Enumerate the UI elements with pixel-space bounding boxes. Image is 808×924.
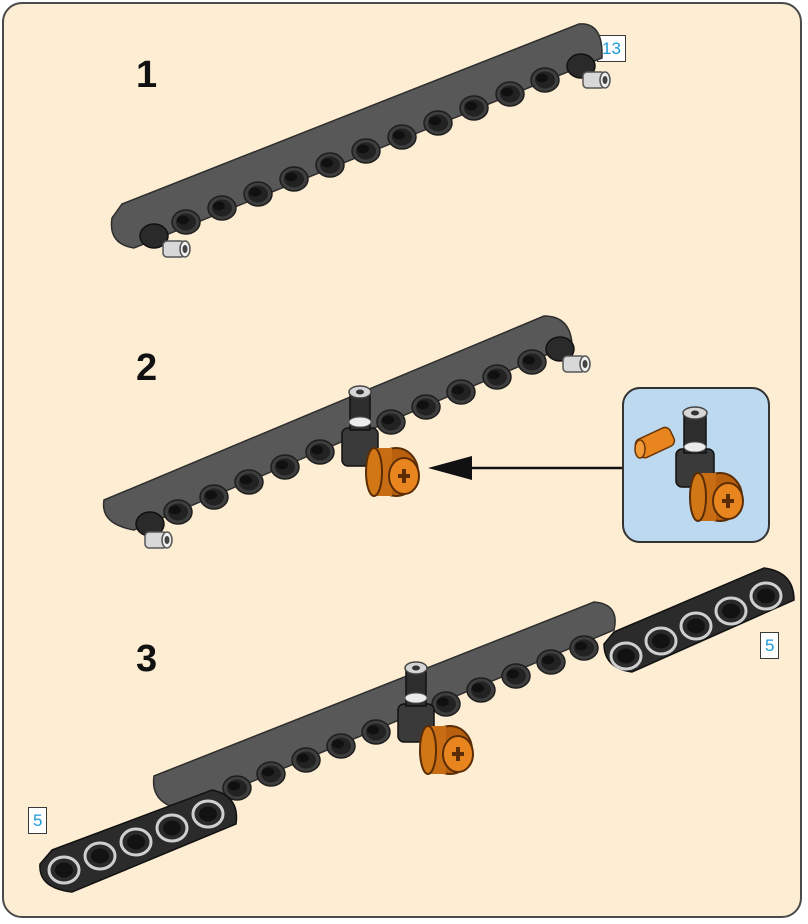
step-1-13-hole-beam-icon (110, 23, 611, 258)
step-2-number: 2 (136, 347, 158, 389)
right-5-hole-beam-icon (603, 567, 795, 673)
left-5-hole-beam-icon (39, 789, 238, 893)
step-3-assembly-icon (39, 567, 795, 893)
step-3-number: 3 (136, 638, 158, 680)
sub-assembly-callout (622, 387, 770, 543)
step-1-number: 1 (136, 54, 158, 96)
arrow-icon (428, 456, 622, 480)
illustrations (39, 23, 795, 893)
step-2-assembly-icon (102, 315, 591, 549)
sub-assembly-icon (634, 406, 744, 522)
step-3-left-part-count-badge: 5 (28, 807, 48, 834)
step-3-right-part-count-badge: 5 (760, 632, 780, 659)
